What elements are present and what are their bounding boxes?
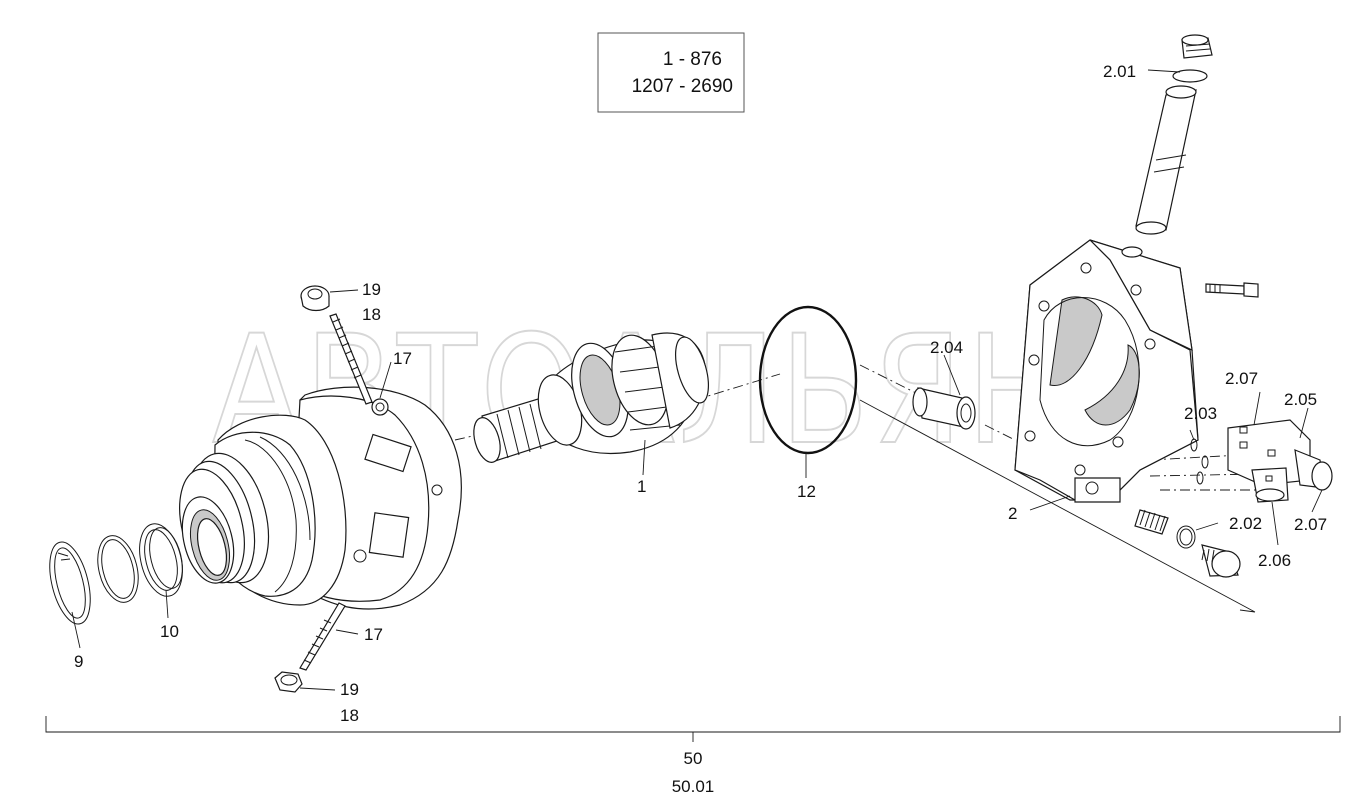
seal-ring-10 <box>139 523 183 597</box>
label-50-01: 50.01 <box>672 777 715 796</box>
label-2-05: 2.05 <box>1284 390 1317 409</box>
o-rings-2-03 <box>1190 438 1209 485</box>
label-2-07-bottom: 2.07 <box>1294 515 1327 534</box>
shim-ring <box>97 535 139 603</box>
serial-range-line1: 1 - 876 <box>663 49 722 70</box>
label-1: 1 <box>637 477 646 496</box>
axis-line-mid <box>694 373 781 401</box>
label-2-04: 2.04 <box>930 338 963 357</box>
valve-2-06 <box>1251 467 1289 503</box>
axis-line-right <box>859 364 1016 441</box>
axis-line-valves <box>1149 454 1261 491</box>
valve-plate-2 <box>1014 239 1199 503</box>
label-10: 10 <box>160 622 179 641</box>
drive-shaft-1 <box>473 332 709 463</box>
serial-range-box: 1 - 876 1207 - 2690 <box>597 32 745 113</box>
motor-housing <box>179 386 462 610</box>
label-19-bottom: 19 <box>340 680 359 699</box>
label-2-02: 2.02 <box>1229 514 1262 533</box>
stud-17-bottom <box>299 602 346 671</box>
label-18-top: 18 <box>362 305 381 324</box>
label-17-top: 17 <box>393 349 412 368</box>
assembly-bracket: 50 50.01 <box>45 716 1341 796</box>
label-12: 12 <box>797 482 816 501</box>
stud-17-top <box>329 313 373 405</box>
label-17-bottom: 17 <box>364 625 383 644</box>
serial-range-frame <box>597 32 745 113</box>
spring-2-02 <box>1134 509 1196 549</box>
plug-2-02 <box>1201 544 1241 578</box>
label-2-06: 2.06 <box>1258 551 1291 570</box>
label-2-01: 2.01 <box>1103 62 1136 81</box>
nut-19-bottom <box>274 671 303 693</box>
label-19-top: 19 <box>362 280 381 299</box>
label-50: 50 <box>684 749 703 768</box>
label-2: 2 <box>1008 504 1017 523</box>
leader-lines <box>71 69 1323 691</box>
retaining-ring-9 <box>49 541 91 625</box>
label-2-07-top: 2.07 <box>1225 369 1258 388</box>
label-9: 9 <box>74 652 83 671</box>
label-2-03: 2.03 <box>1184 404 1217 423</box>
valve-insert-2-04 <box>912 387 976 430</box>
plunger-2-01 <box>1135 34 1213 235</box>
part-labels: 2.01 19 18 17 2.04 2.07 2.05 2.03 1 12 2… <box>74 62 1327 725</box>
o-ring-12 <box>758 305 858 455</box>
plate-bolt <box>1205 282 1259 298</box>
serial-range-line2: 1207 - 2690 <box>632 76 733 97</box>
valve-block-2-05 <box>1227 419 1333 491</box>
label-18-bottom: 18 <box>340 706 359 725</box>
nut-19-top <box>300 285 330 312</box>
